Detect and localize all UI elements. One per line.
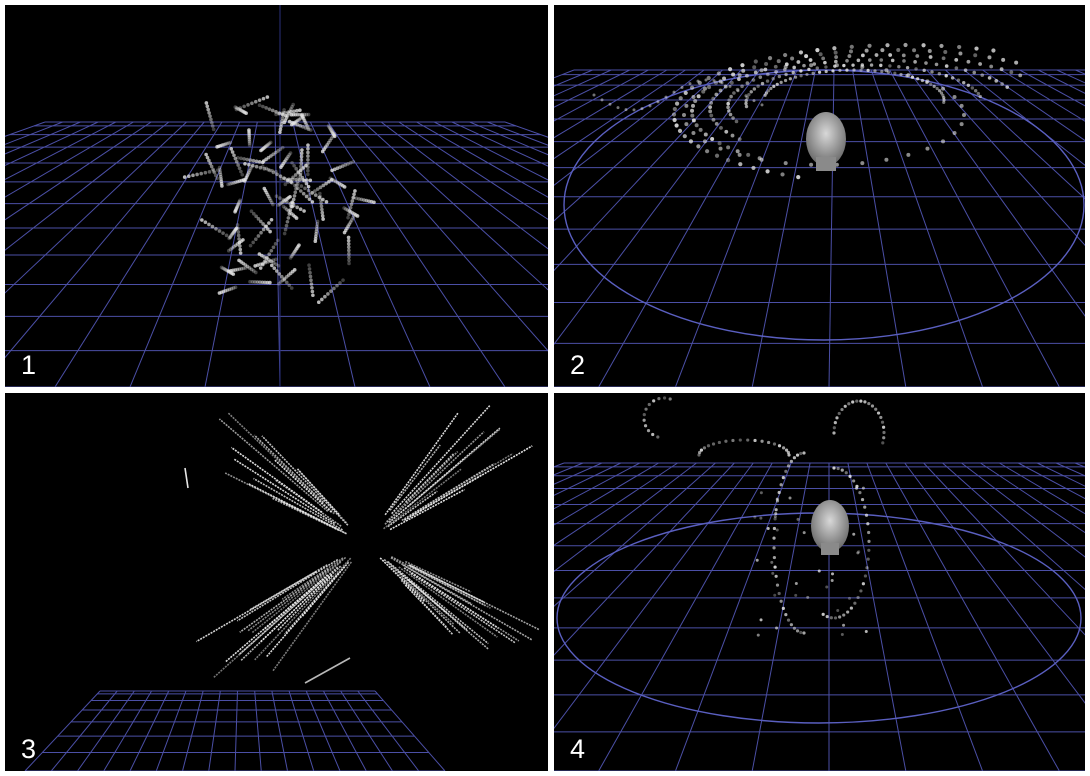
particle-trails [182,95,376,305]
panel-1: 1 [5,5,548,387]
panel-label-1: 1 [21,350,37,380]
panel-3: 3 [5,393,548,771]
head-model-icon [811,500,849,555]
panel-4: 4 [554,393,1085,771]
panel-label-2: 2 [570,350,586,380]
particle-trails [184,405,540,684]
ground-grid [5,121,548,387]
scene-2 [554,42,1085,387]
panel-2: 2 [554,5,1085,387]
scene-3 [24,405,540,771]
particle-trails [592,42,1023,180]
head-model-icon [806,112,846,171]
scene-1 [5,5,548,387]
ground-grid [24,690,446,771]
panel-label-4: 4 [570,734,586,764]
particle-trails [642,396,886,637]
panel-label-3: 3 [21,734,37,764]
horizon-circle [563,69,1085,341]
scene-4 [554,396,1085,771]
